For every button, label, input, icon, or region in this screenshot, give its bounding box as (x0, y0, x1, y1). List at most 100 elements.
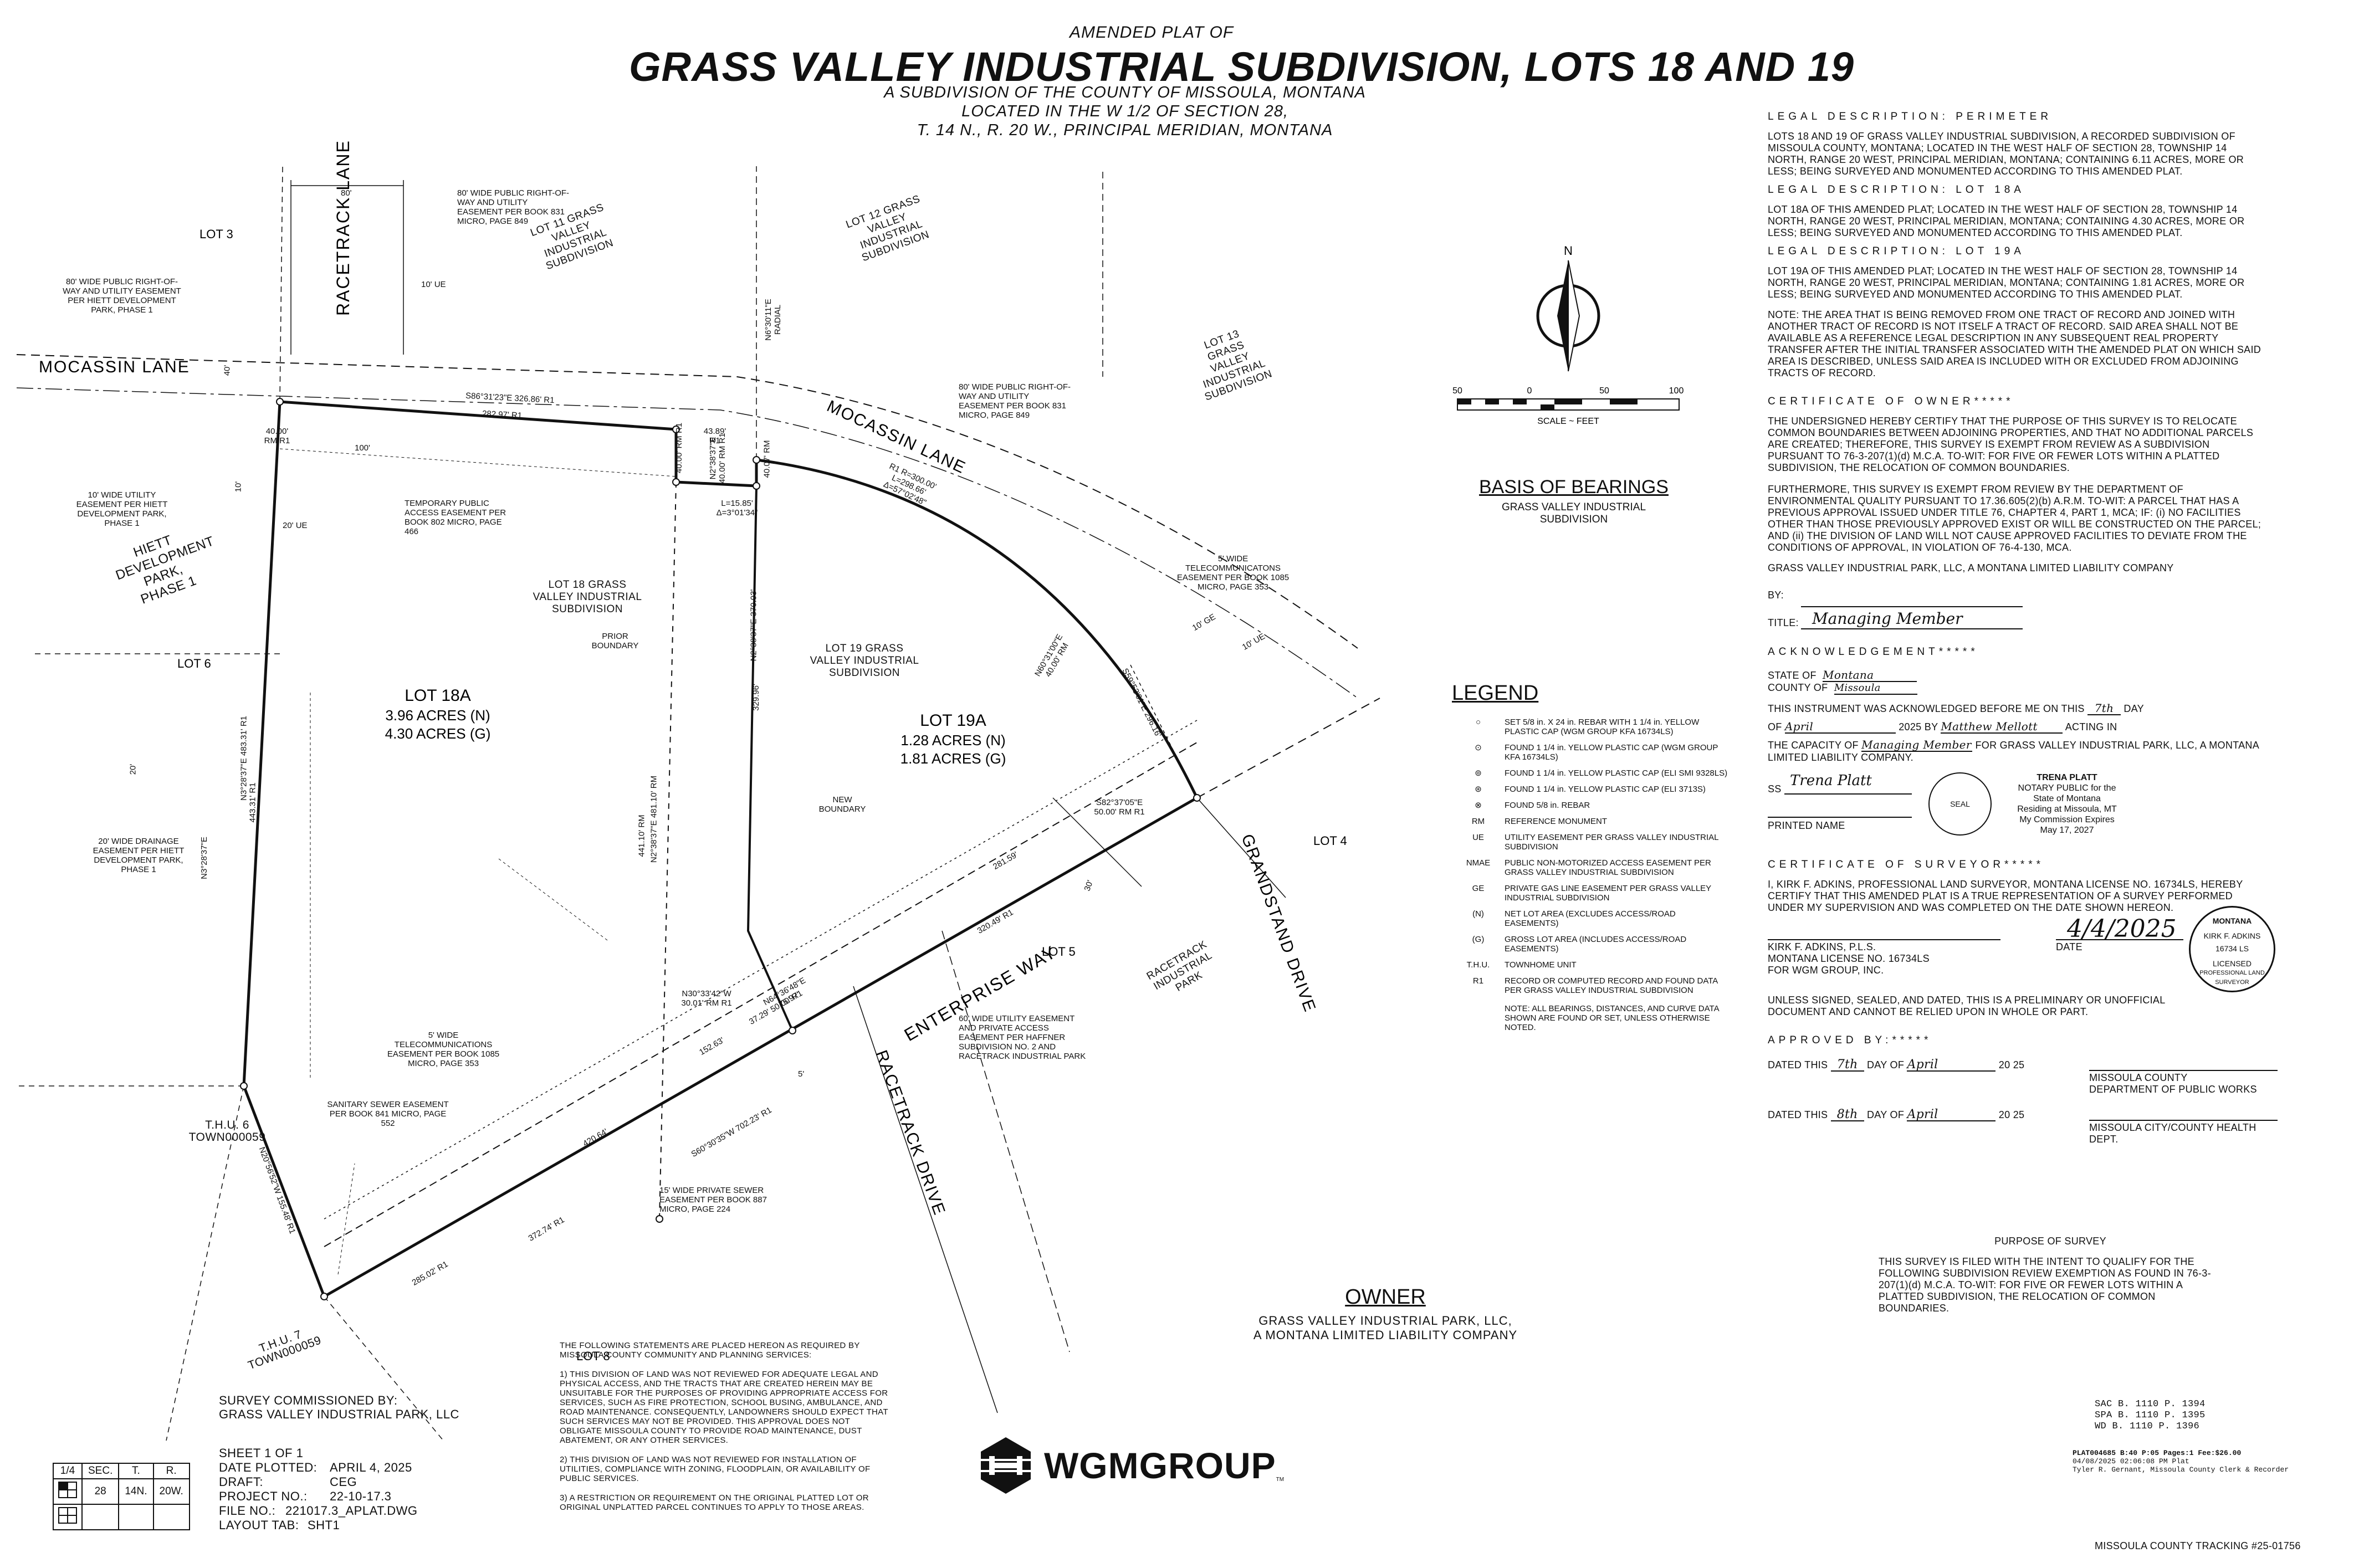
bearing-b11: S82°37'05"E 50.00' RM R1 (1094, 798, 1145, 817)
legend: LEGEND ○SET 5/8 in. X 24 in. REBAR WITH … (1452, 681, 1729, 1032)
notary-seal: SEAL (1928, 772, 1992, 836)
ld-note: NOTE: THE AREA THAT IS BEING REMOVED FRO… (1768, 309, 2261, 378)
plat-map: MOCASSIN LANE RACETRACK LANE MOCASSIN LA… (16, 140, 1380, 1441)
wgm-logo-tm: TM (1276, 1477, 1285, 1483)
bearing-b30: N6°30'11"E RADIAL (764, 299, 782, 341)
street-mocassin-lane: MOCASSIN LANE (39, 358, 190, 376)
owner-block: OWNER GRASS VALLEY INDUSTRIAL PARK, LLC,… (1219, 1285, 1552, 1342)
cert-owner-text2: FURTHERMORE, THIS SURVEY IS EXEMPT FROM … (1768, 484, 2261, 553)
legend-symbol: UE (1472, 833, 1484, 842)
legend-text: REFERENCE MONUMENT (1505, 817, 1608, 826)
page-title: GRASS VALLEY INDUSTRIAL SUBDIVISION, LOT… (629, 44, 1855, 90)
note-temp-access: TEMPORARY PUBLIC ACCESS EASEMENT PER BOO… (405, 499, 506, 536)
north-arrow-block: N 50 0 50 100 SCALE ~ FEET (1452, 244, 1684, 426)
approval-row-2: DATED THIS 8th DAY OF April 20 25 MISSOU… (1768, 1109, 2278, 1145)
lot8-label: LOT 8 (576, 1349, 610, 1363)
legend-symbol: GE (1472, 884, 1485, 893)
surveyor-seal: MONTANA KIRK F. ADKINS 16734 LS LICENSED… (2189, 906, 2275, 992)
bearing-b15: 441.10' RM (637, 814, 647, 857)
wgm-logo-text: WGMGROUP (1044, 1445, 1276, 1486)
bearing-b7: L=15.85' Δ=3°01'34" (716, 499, 758, 517)
pre-title: AMENDED PLAT OF (1070, 23, 1234, 42)
bearing-b20: N30°33'42"W 30.01' RM R1 (681, 989, 732, 1008)
quarter-grid-icon (58, 1482, 77, 1498)
legend-text: NET LOT AREA (EXCLUDES ACCESS/ROAD EASEM… (1505, 909, 1676, 928)
scale-100: 100 (1669, 386, 1684, 396)
legend-text: TOWNHOME UNIT (1505, 960, 1577, 970)
legend-text: UTILITY EASEMENT PER GRASS VALLEY INDUST… (1505, 833, 1718, 852)
legend-text: FOUND 5/8 in. REBAR (1505, 801, 1590, 810)
project-no: 22-10-17.3 (330, 1489, 392, 1503)
basis-title: BASIS OF BEARINGS (1479, 476, 1669, 498)
lot18a-gross: 4.30 ACRES (G) (385, 725, 491, 742)
legend-symbol: ○ (1475, 718, 1481, 727)
note-row-80-mocassin: 80' WIDE PUBLIC RIGHT-OF-WAY AND UTILITY… (959, 382, 1071, 420)
bearing-b6: 40.07' RM (762, 440, 772, 478)
commissioned-block: SURVEY COMMISSIONED BY: GRASS VALLEY IND… (219, 1393, 459, 1421)
owner-title: OWNER (1345, 1285, 1426, 1309)
note-prior-boundary: PRIOR BOUNDARY (591, 632, 639, 650)
surveyor-company: FOR WGM GROUP, INC. (1768, 965, 1884, 976)
lot18a-net: 3.96 ACRES (N) (385, 707, 490, 724)
basis-text: GRASS VALLEY INDUSTRIAL SUBDIVISION (1501, 501, 1646, 525)
approval-row-1: DATED THIS 7th DAY OF April 20 25 MISSOU… (1768, 1059, 2278, 1103)
legend-symbol: (N) (1472, 909, 1484, 919)
wgm-logo-icon (981, 1437, 1031, 1494)
notary-row: SS Trena Platt PRINTED NAME SEAL TRENA P… (1768, 772, 2266, 855)
ack-heading: ACKNOWLEDGEMENT***** (1768, 646, 1979, 658)
dim-40: 40' (222, 365, 232, 376)
basis-block: BASIS OF BEARINGS GRASS VALLEY INDUSTRIA… (1469, 476, 1679, 526)
title-sub-1: A SUBDIVISION OF THE COUNTY OF MISSOULA,… (884, 84, 1366, 101)
statements-heading: THE FOLLOWING STATEMENTS ARE PLACED HERE… (560, 1341, 860, 1360)
lot3-label: LOT 3 (199, 227, 233, 241)
purpose-text: THIS SURVEY IS FILED WITH THE INTENT TO … (1879, 1256, 2211, 1314)
bearing-b5: N2°38'37"E 40.00' RM R1 (708, 433, 727, 484)
dim-80: 80' (341, 188, 352, 198)
scale-0: 0 (1527, 386, 1532, 396)
sheet-info: SHEET 1 OF 1 DATE PLOTTED:APRIL 4, 2025 … (219, 1446, 418, 1532)
printed-name-label: PRINTED NAME (1768, 820, 1845, 831)
legend-row: (N) NET LOT AREA (EXCLUDES ACCESS/ROAD EA… (1452, 909, 1729, 928)
title-sub-2: LOCATED IN THE W 1/2 OF SECTION 28, (961, 103, 1288, 120)
surveyor-note: UNLESS SIGNED, SEALED, AND DATED, THIS I… (1768, 995, 2165, 1017)
legend-row: T.H.U. TOWNHOME UNIT (1452, 960, 1729, 970)
layout-tab: SHT1 (308, 1518, 340, 1532)
legend-text: RECORD OR COMPUTED RECORD AND FOUND DATA… (1505, 976, 1718, 995)
lot18-label: LOT 18 GRASS VALLEY INDUSTRIAL SUBDIVISI… (533, 579, 642, 615)
tracking-number: MISSOULA COUNTY TRACKING #25-01756 (2095, 1540, 2301, 1551)
bearing-b4: 40.00' RM R1 (674, 422, 684, 474)
lot19a-name: LOT 19A (920, 711, 986, 730)
recording-refs: SAC B. 1110 P. 1394 SPA B. 1110 P. 1395 … (2095, 1399, 2206, 1432)
cert-owner-text1: THE UNDERSIGNED HEREBY CERTIFY THAT THE … (1768, 416, 2254, 473)
section-table-values: 28 14N. 20W. (53, 1478, 190, 1505)
note-telecom-right: 5' WIDE TELECOMMUNICATONS EASEMENT PER B… (1176, 554, 1290, 592)
legend-symbol: ⊚ (1475, 768, 1482, 778)
legend-symbol: T.H.U. (1466, 960, 1490, 970)
ld-perimeter-heading: LEGAL DESCRIPTION: PERIMETER (1768, 111, 2053, 122)
note-sewer-sanitary: SANITARY SEWER EASEMENT PER BOOK 841 MIC… (327, 1100, 449, 1128)
ack-county-row: COUNTY OF Missoula (1768, 682, 2266, 695)
prior-boundary-line (659, 481, 677, 1219)
dim-10: 10' (233, 481, 243, 493)
bearing-b3: 43.89' R1 (703, 427, 726, 445)
legend-symbol: NMAE (1466, 858, 1491, 868)
note-row-80-hiett: 80' WIDE PUBLIC RIGHT-OF-WAY AND UTILITY… (63, 277, 181, 315)
legend-symbol: R1 (1472, 976, 1484, 986)
lot19-label: LOT 19 GRASS VALLEY INDUSTRIAL SUBDIVISI… (810, 643, 919, 679)
surveyor-name: KIRK F. ADKINS, P.L.S. (1768, 941, 1876, 952)
legend-row: ⊚FOUND 1 1/4 in. YELLOW PLASTIC CAP (ELI… (1452, 768, 1729, 778)
street-racetrack-drive: RACETRACK DRIVE (872, 1048, 949, 1218)
note-row-80: 80' WIDE PUBLIC RIGHT-OF-WAY AND UTILITY… (457, 188, 570, 226)
dim-5: 5' (798, 1069, 805, 1079)
legend-row: ⊛FOUND 1 1/4 in. YELLOW PLASTIC CAP (ELI… (1452, 785, 1729, 794)
legend-rows: ○SET 5/8 in. X 24 in. REBAR WITH 1 1/4 i… (1452, 718, 1729, 995)
cert-surveyor-text: I, KIRK F. ADKINS, PROFESSIONAL LAND SUR… (1768, 879, 2243, 913)
legend-symbol: ⊛ (1475, 785, 1482, 794)
right-column: LEGAL DESCRIPTION: PERIMETER LOTS 18 AND… (1768, 111, 2278, 1145)
legend-text: FOUND 1 1/4 in. YELLOW PLASTIC CAP (WGM … (1505, 743, 1718, 762)
bearing-b29: N3°28'37"E (199, 837, 209, 879)
legend-symbol: RM (1471, 817, 1485, 826)
legend-symbol: ⊗ (1475, 801, 1482, 810)
ld-perimeter-text: LOTS 18 AND 19 OF GRASS VALLEY INDUSTRIA… (1768, 131, 2244, 177)
legend-row: ○SET 5/8 in. X 24 in. REBAR WITH 1 1/4 i… (1452, 718, 1729, 736)
